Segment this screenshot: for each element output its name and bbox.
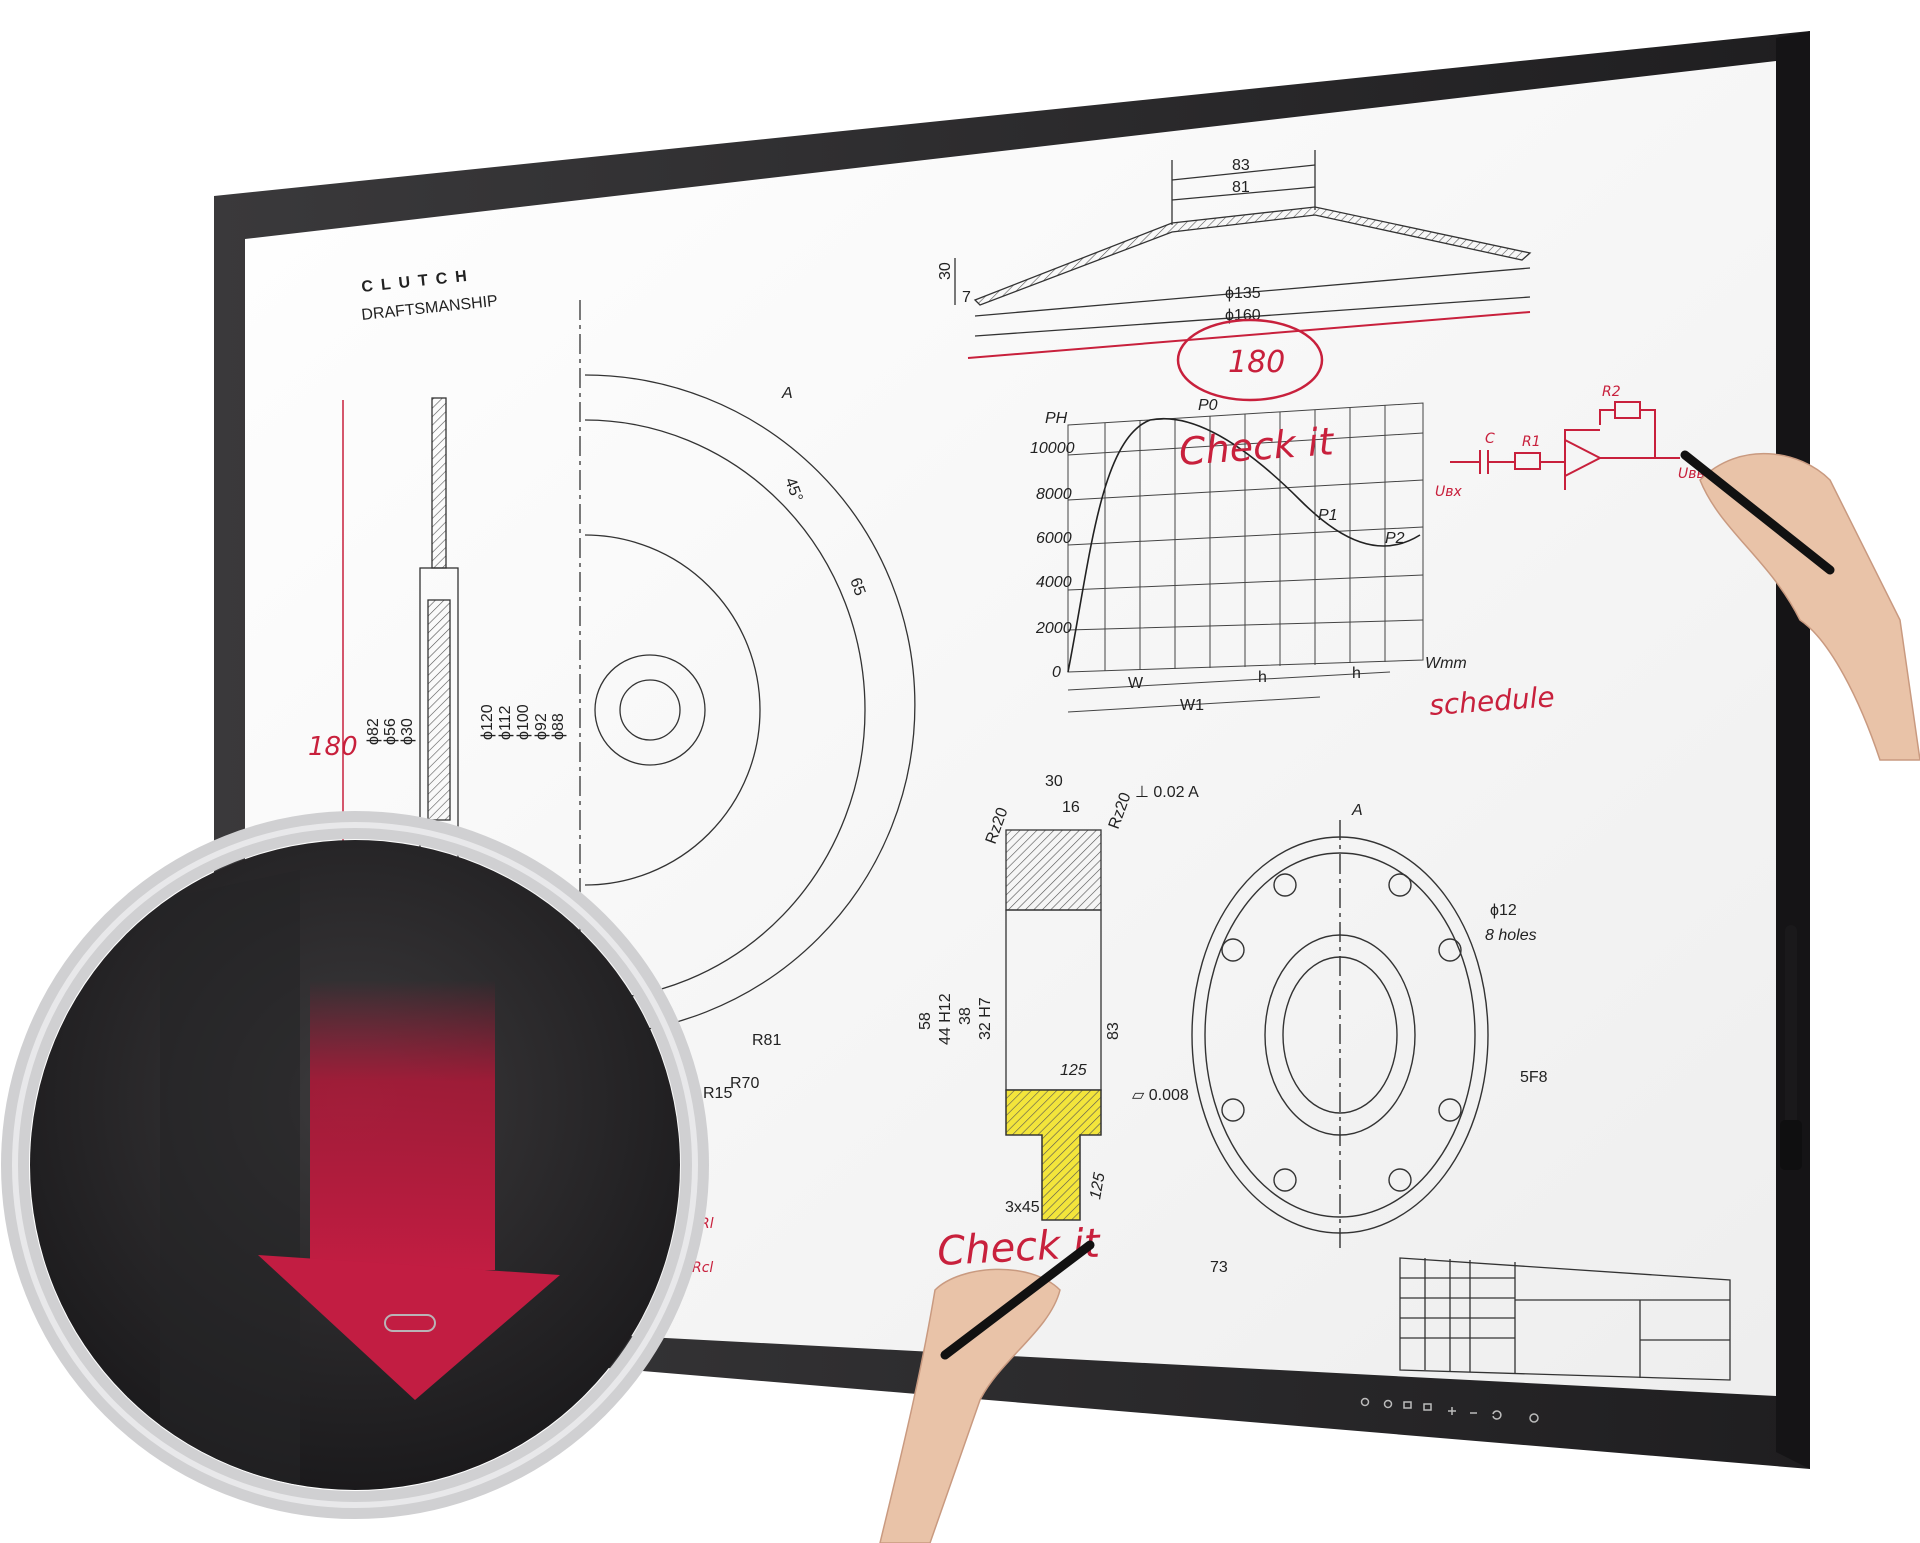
y-tick: 10000 (1030, 440, 1075, 457)
graph-h1: h (1258, 669, 1267, 686)
title-block (1399, 1257, 1731, 1381)
dim-7: 7 (962, 289, 971, 306)
annotation-180-left: 180 (308, 732, 358, 762)
stylus-bottom[interactable] (940, 1240, 1095, 1360)
dim-r81: R81 (752, 1032, 781, 1049)
cone-drawing (954, 150, 1532, 337)
flange-phi12: ϕ12 (1490, 902, 1517, 919)
flange-73: 73 (1210, 1259, 1228, 1276)
y-tick: 4000 (1036, 574, 1072, 591)
part-125-top: 125 (1060, 1062, 1087, 1079)
circuit-in: Uвх (1435, 484, 1462, 500)
dim-83: 83 (1232, 157, 1250, 174)
part-flatness: ▱ 0.008 (1132, 1087, 1189, 1104)
bottom-hand-with-stylus (879, 1240, 1095, 1543)
dim-phi56: ϕ56 (382, 718, 399, 745)
annotation-check-it-top: Check it (1178, 419, 1337, 474)
touch-sensor-button[interactable] (384, 1314, 436, 1332)
dim-phi82: ϕ82 (365, 718, 382, 745)
graph-wmm: Wmm (1425, 655, 1467, 672)
dim-30: 30 (937, 262, 954, 280)
part-32h7: 32 H7 (977, 997, 994, 1040)
settings-icon[interactable] (1360, 1397, 1370, 1407)
dim-phi120: ϕ120 (479, 704, 496, 740)
graph-p2: P2 (1385, 530, 1405, 547)
bezel-buttons (1360, 1397, 1539, 1423)
graph-w1: W1 (1180, 697, 1204, 714)
red-dim-line (967, 311, 1531, 359)
circuit-sketch (1450, 401, 1680, 490)
flange-drawing (1191, 820, 1489, 1250)
annotation-180-top: 180 (1228, 345, 1285, 380)
bushing-drawing (1005, 829, 1102, 1221)
y-tick: 6000 (1036, 530, 1072, 547)
circuit-r1: R1 (1522, 434, 1541, 450)
part-58: 58 (917, 1012, 934, 1030)
dim-r70: R70 (730, 1075, 759, 1092)
graph-h2: h (1352, 665, 1361, 682)
part-30: 30 (1045, 773, 1063, 790)
y-tick: 0 (1052, 664, 1061, 681)
dim-phi88: ϕ88 (550, 713, 567, 740)
dim-phi112: ϕ112 (497, 705, 514, 740)
disc-section-a: A (781, 385, 793, 402)
part-125-side: 125 (1087, 1171, 1108, 1200)
right-hand-with-stylus (1680, 450, 1920, 761)
part-16: 16 (1062, 799, 1080, 816)
flange-5f8: 5F8 (1520, 1069, 1548, 1086)
graph (1067, 402, 1424, 713)
input-icon[interactable] (1403, 1401, 1412, 1409)
annotation-check-it-bottom: Check it (936, 1220, 1102, 1275)
mini-circuit-rcl: Rcl (692, 1260, 713, 1276)
red-circle-annotation (1176, 318, 1324, 402)
screen-share-icon[interactable] (1423, 1403, 1432, 1411)
volume-up-icon[interactable] (1448, 1407, 1456, 1415)
dim-phi135: ϕ135 (1225, 285, 1261, 302)
part-tolerance: ⊥ 0.02 A (1135, 784, 1199, 801)
dim-phi100: ϕ100 (515, 704, 532, 740)
disc-dims: ϕ120 ϕ112 ϕ100 ϕ92 ϕ88 45° 65 R81 R70 R1… (479, 385, 868, 1102)
dim-phi30: ϕ30 (399, 718, 416, 745)
magnifier (1, 811, 709, 1519)
dim-65: 65 (846, 576, 868, 599)
clutch-disc-drawing (579, 300, 916, 1070)
flange-8-holes: 8 holes (1485, 927, 1537, 944)
graph-p1: P1 (1318, 507, 1338, 524)
graph-w: W (1128, 675, 1144, 692)
graph-p0: P0 (1198, 397, 1218, 414)
part-83: 83 (1105, 1022, 1122, 1040)
dim-r15: R15 (703, 1085, 732, 1102)
flange-section-a: A (1351, 802, 1363, 819)
arrow-shaft (310, 980, 495, 1270)
part-38: 38 (957, 1007, 974, 1025)
screen-content: CLUTCH DRAFTSMANSHIP 83 81 30 7 ϕ135 ϕ16… (308, 150, 1731, 1381)
power-icon[interactable] (1529, 1413, 1539, 1423)
y-tick: 2000 (1035, 620, 1072, 637)
part-44h12: 44 H12 (937, 993, 954, 1045)
stylus-right[interactable] (1680, 450, 1835, 575)
back-icon[interactable] (1492, 1410, 1502, 1420)
down-arrow-icon (258, 1255, 560, 1400)
dim-phi92: ϕ92 (533, 713, 550, 740)
graph-ph: PH (1045, 410, 1068, 427)
refresh-icon[interactable] (1383, 1399, 1393, 1409)
pen-holder[interactable] (1785, 925, 1797, 1165)
graph-y-ticks: 10000 8000 6000 4000 2000 0 (1030, 440, 1075, 681)
part-chamfer: 3x45 (1005, 1199, 1040, 1216)
stylus-docked[interactable] (1780, 1120, 1802, 1170)
circuit-c: C (1485, 431, 1495, 447)
circuit-r2: R2 (1602, 384, 1621, 400)
monitor-side-edge (1776, 31, 1810, 1469)
dim-81: 81 (1232, 179, 1250, 196)
y-tick: 8000 (1036, 486, 1072, 503)
